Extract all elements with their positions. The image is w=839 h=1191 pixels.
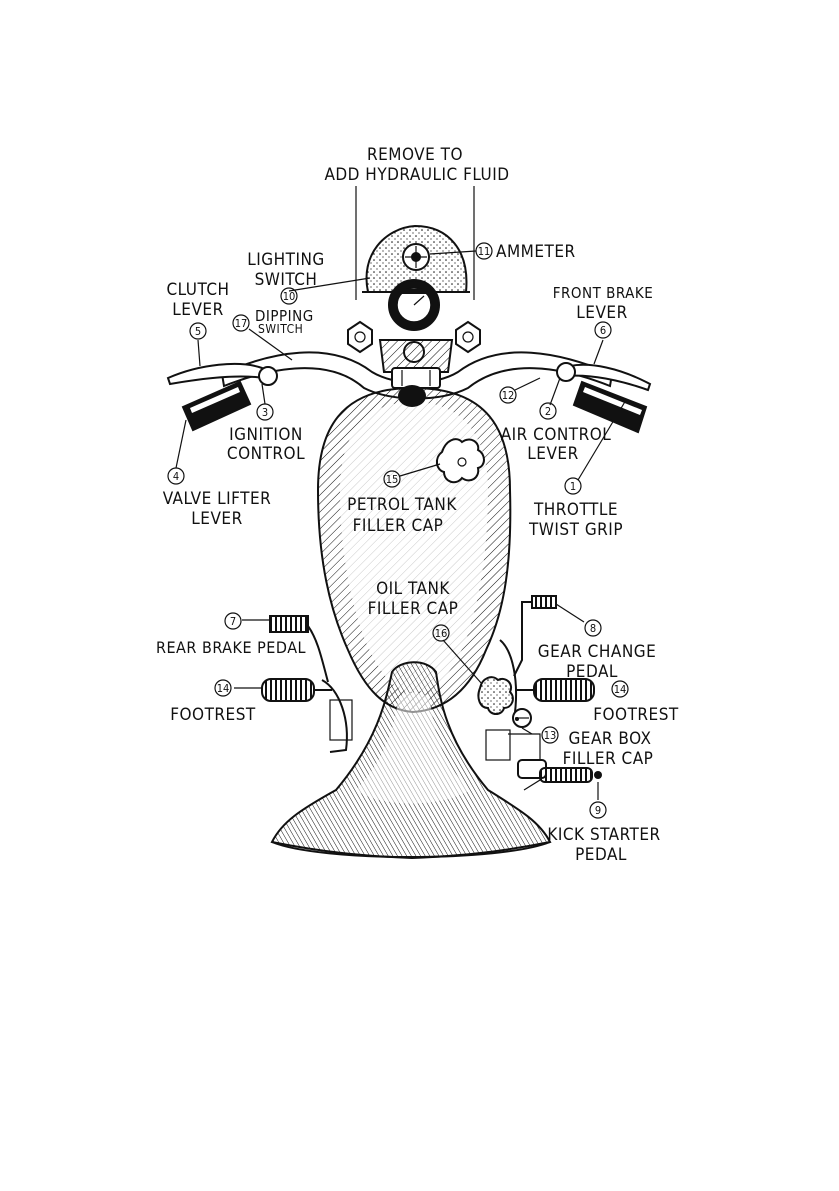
callout-7: 7 [225,613,241,629]
dipping-switch-label-2: SWITCH [258,322,303,336]
callout-15: 15 [384,471,400,487]
callout-5: 5 [190,323,206,339]
front-brake-lever [557,363,650,390]
svg-text:4: 4 [173,470,179,483]
kick-starter-pedal-label-1: KICK STARTER [547,825,660,845]
callout-11: 11 [476,243,492,259]
air-control-lever-label-2: LEVER [527,444,578,464]
air-control-lever-label-1: AIR CONTROL [501,425,612,445]
svg-text:9: 9 [595,804,601,817]
front-brake-lever-label-2: LEVER [576,303,627,323]
left-footrest [262,679,332,701]
throttle-label-1: THROTTLE [533,500,618,520]
gear-change-pedal [514,596,556,676]
callout-2: 2 [540,403,556,419]
left-grip [183,382,250,430]
callout-12: 12 [500,387,516,403]
svg-text:2: 2 [545,405,551,418]
petrol-tank-label-2: FILLER CAP [353,516,444,536]
kick-starter-pedal-label-2: PEDAL [575,845,627,865]
ignition-control-label-1: IGNITION [229,425,303,445]
callout-8: 8 [585,620,601,636]
petrol-tank-label-1: PETROL TANK [347,495,457,515]
gear-change-pedal-label-2: PEDAL [566,662,618,682]
speedometer [389,280,439,330]
gearbox-filler-cap [516,718,518,720]
footrest-left-label: FOOTREST [170,705,256,725]
callout-6: 6 [595,322,611,338]
add-hydraulic-fluid-label: ADD HYDRAULIC FLUID [324,165,509,185]
svg-text:5: 5 [195,325,201,338]
callout-16: 16 [433,625,449,641]
valve-lifter-lever-label-1: VALVE LIFTER [163,489,272,509]
gear-change-pedal-label-1: GEAR CHANGE [538,642,657,662]
gear-box-filler-cap-label-1: GEAR BOX [568,729,651,749]
oil-tank-label-1: OIL TANK [376,579,450,599]
footrest-right-label: FOOTREST [593,705,679,725]
svg-text:15: 15 [386,473,399,486]
svg-text:12: 12 [502,389,515,402]
callout-13: 13 [542,727,558,743]
kick-starter-pedal [540,768,602,782]
callout-17: 17 [233,315,249,331]
right-footrest [516,679,594,701]
oil-filler-cap [478,677,512,714]
remove-to-label: REMOVE TO [367,145,463,165]
callout-1: 1 [565,478,581,494]
callout-3: 3 [257,404,273,420]
throttle-label-2: TWIST GRIP [528,520,623,540]
callout-14-right: 14 [612,681,628,697]
lighting-switch-label-1: LIGHTING [247,250,325,270]
rear-brake-pedal-label: REAR BRAKE PEDAL [156,638,306,657]
svg-text:11: 11 [478,245,491,258]
callout-14-left: 14 [215,680,231,696]
clutch-lever-label-2: LEVER [172,300,223,320]
ignition-control-label-2: CONTROL [227,444,305,464]
svg-text:1: 1 [570,480,576,493]
oil-tank-label-2: FILLER CAP [368,599,459,619]
clutch-lever-label-1: CLUTCH [166,280,229,300]
svg-text:13: 13 [544,729,557,742]
callout-4: 4 [168,468,184,484]
svg-text:10: 10 [283,290,296,303]
ammeter-dial [403,244,429,270]
callout-9: 9 [590,802,606,818]
front-brake-lever-label-1: FRONT BRAKE [553,284,654,302]
gear-box-filler-cap-label-2: FILLER CAP [563,749,654,769]
callout-10: 10 [281,288,297,304]
svg-text:6: 6 [600,324,606,337]
svg-text:16: 16 [435,627,448,640]
svg-text:3: 3 [262,406,268,419]
engine-detail-right [486,640,546,790]
svg-text:14: 14 [614,683,627,696]
svg-text:17: 17 [235,317,248,330]
valve-lifter-lever-label-2: LEVER [191,509,242,529]
petrol-filler-cap [437,439,484,482]
ammeter-label: AMMETER [496,242,576,262]
svg-text:8: 8 [590,622,596,635]
svg-text:14: 14 [217,682,230,695]
lighting-switch-label-2: SWITCH [255,270,318,290]
svg-text:7: 7 [230,615,236,628]
